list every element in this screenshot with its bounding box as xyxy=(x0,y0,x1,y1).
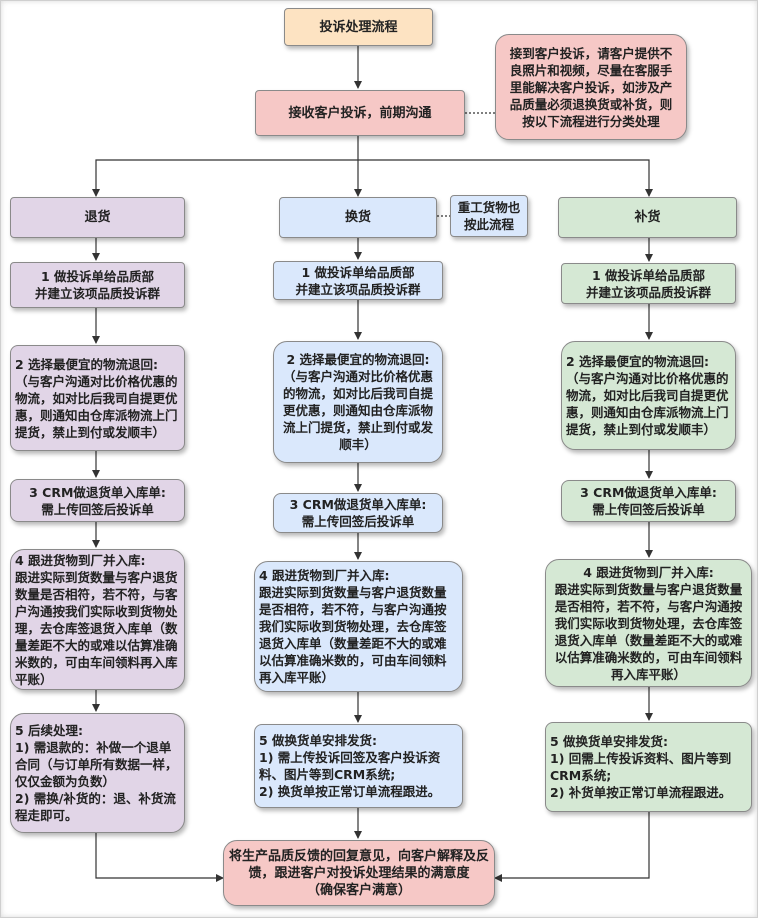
replenish-step3: 3 CRM做退货单入库单: 需上传回签后投诉单 xyxy=(561,480,736,522)
exchange-note-box: 重工货物也按此流程 xyxy=(450,195,528,237)
return-step2: 2 选择最便宜的物流退回: （与客户沟通对比价格优惠的物流，如对比后我司自提更优… xyxy=(10,345,185,451)
replenish-step3-text: 3 CRM做退货单入库单: 需上传回签后投诉单 xyxy=(580,485,717,517)
return-step2-text: 2 选择最便宜的物流退回: （与客户沟通对比价格优惠的物流，如对比后我司自提更优… xyxy=(15,356,178,440)
replenish-step2-text: 2 选择最便宜的物流退回: （与客户沟通对比价格优惠的物流，如对比后我司自提更优… xyxy=(566,354,729,437)
exchange-step1-text: 1 做投诉单给品质部 并建立该项品质投诉群 xyxy=(295,264,421,297)
arrow-return-final xyxy=(95,833,224,882)
arrow-intake-split xyxy=(92,136,359,197)
exchange-step4: 4 跟进货物到厂并入库: 跟进实际到货数量与客户退货数量是否相符，若不符，与客户… xyxy=(254,561,463,692)
return-header: 退货 xyxy=(10,197,185,238)
note-text: 接到客户投诉，请客户提供不良照片和视频，尽量在客服手里能解决客户投诉，如涉及产品… xyxy=(509,45,673,129)
replenish-step1: 1 做投诉单给品质部 并建立该项品质投诉群 xyxy=(561,263,736,304)
final-text: 将生产品质反馈的回复意见，向客户解释及反馈，跟进客户对投诉处理结果的满意度 （确… xyxy=(228,848,489,898)
intake-text: 接收客户投诉，前期沟通 xyxy=(288,105,432,121)
exchange-note-text: 重工货物也按此流程 xyxy=(457,200,521,232)
exchange-step5: 5 做换货单安排发货: 1) 需上传投诉回签及客户投诉资料、图片等到CRM系统;… xyxy=(254,724,463,808)
replenish-step1-text: 1 做投诉单给品质部 并建立该项品质投诉群 xyxy=(585,267,711,300)
return-step4-text: 4 跟进货物到厂并入库: 跟进实际到货数量与客户退货数量是否相符，若不符，与客户… xyxy=(15,552,178,687)
replenish-step4-text: 4 跟进货物到厂并入库: 跟进实际到货数量与客户退货数量是否相符，若不符，与客户… xyxy=(554,564,743,682)
replenish-step2: 2 选择最便宜的物流退回: （与客户沟通对比价格优惠的物流，如对比后我司自提更优… xyxy=(561,341,736,450)
intake-box: 接收客户投诉，前期沟通 xyxy=(255,90,465,136)
note-box: 接到客户投诉，请客户提供不良照片和视频，尽量在客服手里能解决客户投诉，如涉及产品… xyxy=(495,34,687,140)
exchange-header-text: 换货 xyxy=(344,210,371,225)
return-header-text: 退货 xyxy=(84,210,111,225)
replenish-step5-text: 5 做换货单安排发货: 1) 回需上传投诉资料、图片等到CRM系统; 2) 补货… xyxy=(550,734,732,800)
return-step4: 4 跟进货物到厂并入库: 跟进实际到货数量与客户退货数量是否相符，若不符，与客户… xyxy=(10,549,185,690)
exchange-step2: 2 选择最便宜的物流退回: （与客户沟通对比价格优惠的物流，如对比后我司自提更优… xyxy=(273,341,443,463)
replenish-step5: 5 做换货单安排发货: 1) 回需上传投诉资料、图片等到CRM系统; 2) 补货… xyxy=(545,722,752,812)
return-step1-text: 1 做投诉单给品质部 并建立该项品质投诉群 xyxy=(34,269,160,301)
exchange-step3-text: 3 CRM做退货单入库单: 需上传回签后投诉单 xyxy=(289,497,427,529)
title-box: 投诉处理流程 xyxy=(284,8,433,46)
exchange-step4-text: 4 跟进货物到厂并入库: 跟进实际到货数量与客户退货数量是否相符，若不符，与客户… xyxy=(259,568,447,685)
exchange-header: 换货 xyxy=(279,197,437,238)
replenish-step4: 4 跟进货物到厂并入库: 跟进实际到货数量与客户退货数量是否相符，若不符，与客户… xyxy=(545,559,752,687)
exchange-step5-text: 5 做换货单安排发货: 1) 需上传投诉回签及客户投诉资料、图片等到CRM系统;… xyxy=(259,733,441,799)
return-step5: 5 后续处理: 1) 需退款的：补做一个退单合同（与订单所有数据一样，仅仅金额为… xyxy=(10,713,185,833)
exchange-step1: 1 做投诉单给品质部 并建立该项品质投诉群 xyxy=(273,261,443,300)
exchange-step2-text: 2 选择最便宜的物流退回: （与客户沟通对比价格优惠的物流，如对比后我司自提更优… xyxy=(282,352,433,452)
exchange-step3: 3 CRM做退货单入库单: 需上传回签后投诉单 xyxy=(273,493,443,533)
replenish-header: 补货 xyxy=(558,197,737,238)
title-text: 投诉处理流程 xyxy=(319,19,398,35)
return-step3-text: 3 CRM做退货单入库单: 需上传回签后投诉单 xyxy=(29,484,166,517)
arrow-replenish-final xyxy=(494,812,650,882)
return-step5-text: 5 后续处理: 1) 需退款的：补做一个退单合同（与订单所有数据一样，仅仅金额为… xyxy=(15,723,178,823)
arrow-intake-to-replenish xyxy=(358,159,653,197)
return-step1: 1 做投诉单给品质部 并建立该项品质投诉群 xyxy=(10,262,185,308)
return-step3: 3 CRM做退货单入库单: 需上传回签后投诉单 xyxy=(10,479,185,522)
replenish-header-text: 补货 xyxy=(634,210,661,225)
final-box: 将生产品质反馈的回复意见，向客户解释及反馈，跟进客户对投诉处理结果的满意度 （确… xyxy=(223,840,495,906)
